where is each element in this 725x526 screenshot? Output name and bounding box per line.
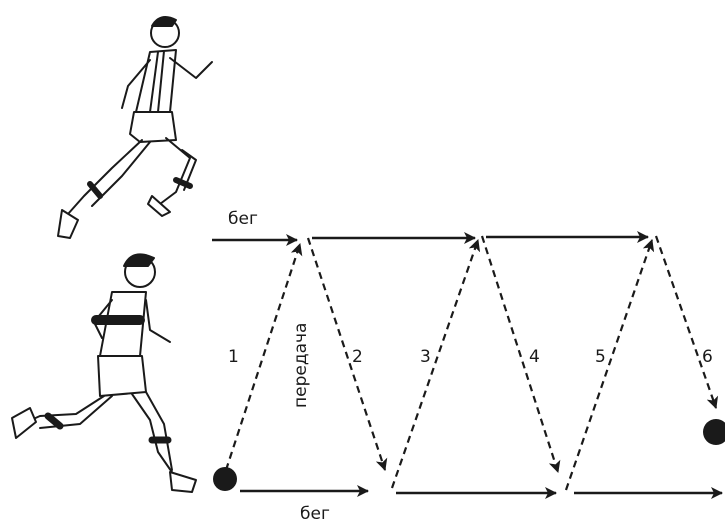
pass-arrow-5 [564,239,655,491]
pass-number-5: 5 [595,347,606,367]
pass-arrow-2 [306,237,388,471]
pass-arrow-3 [390,239,481,489]
run-label-top: бег [228,209,258,229]
run-label-bottom: бег [300,504,330,524]
bottom-runner-figure [11,253,197,493]
pass-number-2: 2 [352,347,363,367]
pass-number-1: 1 [228,347,239,367]
top-runner-figure [57,16,213,239]
pass-number-4: 4 [529,347,540,367]
pass-arrow-1 [224,243,303,471]
pass-arrow-6 [654,235,719,409]
pass-number-3: 3 [420,347,431,367]
pass-label: передача [291,323,311,408]
pass-arrow-4 [480,235,561,473]
pass-number-6: 6 [702,347,713,367]
ball-start [213,467,237,491]
ball-end [703,419,725,445]
